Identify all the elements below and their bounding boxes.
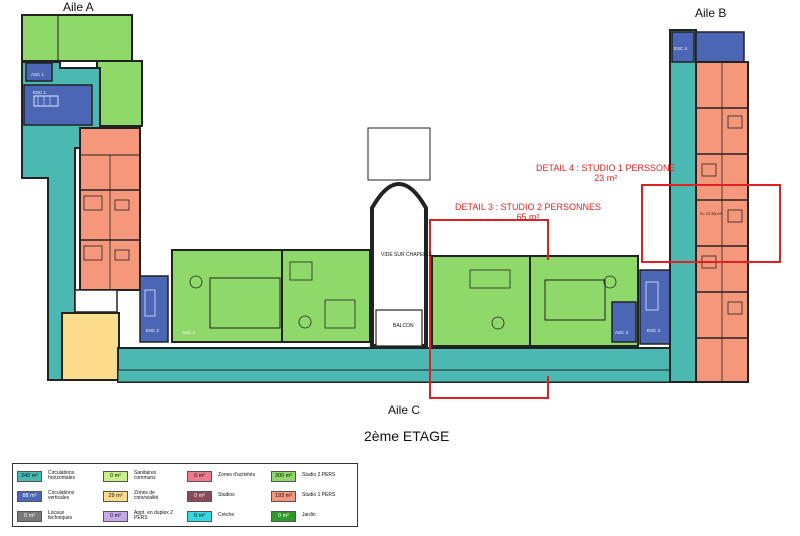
- legend-swatch: 0 m²: [103, 470, 128, 482]
- legend-label: Crèche: [218, 512, 235, 519]
- legend-label: Circulations horizontales: [48, 469, 75, 481]
- detail4-title-text: DETAIL 4 : STUDIO 1 PERSSONE: [536, 163, 676, 173]
- detail3-outline: [429, 219, 549, 390]
- legend-label: Locaux techniques: [48, 509, 73, 521]
- legend-item: 300 m² Studio 2 PERS: [271, 469, 342, 483]
- asc2-label: ASC 2: [182, 330, 196, 335]
- wing-a: [21, 14, 143, 381]
- legend-item: 0 m² Studios: [187, 489, 258, 503]
- legend-item: 193 m² Studio 1 PERS: [271, 489, 342, 503]
- legend-swatch: 193 m²: [271, 490, 296, 502]
- legend-item: 0 m² Zones d'activités: [187, 469, 258, 483]
- legend-item: 0 m² Crèche: [187, 509, 258, 523]
- legend-label: Zones de convivialité: [134, 489, 159, 501]
- legend-item: 0 m² Jardin: [271, 509, 342, 523]
- vide-chapelle-label: VIDE SUR CHAPELLE: [381, 252, 433, 258]
- studios-aile-c-left: [171, 249, 371, 343]
- studio-2-room: [431, 255, 531, 347]
- legend-label: Jardin: [302, 512, 316, 519]
- corridor-c-lower: [117, 369, 687, 383]
- legend-item: 88 m² Circulations verticales: [17, 489, 88, 503]
- legend-item: 0 m² Appt. en duplex 2 PERS: [103, 509, 174, 523]
- wing-b: [669, 29, 749, 383]
- chapel: [367, 127, 431, 348]
- esc2-label: ESC 2: [146, 328, 160, 333]
- legend-label: Studio 2 PERS: [302, 472, 336, 479]
- studio-2-room: [21, 14, 133, 62]
- esc4-label: ESC 4: [674, 46, 688, 51]
- detail3-area: 65 m²: [516, 212, 540, 222]
- esc1-label: ESC 1: [33, 90, 47, 95]
- lift-asc1: [25, 62, 53, 82]
- legend-label: Studios: [218, 492, 235, 499]
- legend-swatch: 0 m²: [17, 510, 42, 522]
- legend-swatch: 29 m²: [103, 490, 128, 502]
- legend-label: Appt. en duplex 2 PERS: [134, 509, 173, 521]
- corridor-b: [669, 29, 697, 383]
- studio-2-room: [96, 60, 143, 127]
- studio-area-label: S= 22.53 m²: [700, 211, 722, 216]
- stair-esc4: [671, 31, 695, 63]
- legend-swatch: 0 m²: [187, 470, 212, 482]
- asc3-label: ASC 3: [615, 330, 629, 335]
- legend-item: 0 m² Sanitaires communs: [103, 469, 174, 483]
- lift-asc3: [611, 301, 637, 343]
- legend-swatch: 0 m²: [187, 510, 212, 522]
- legend-item: 0 m² Locaux techniques: [17, 509, 88, 523]
- detail4-area: 23 m²: [594, 173, 618, 183]
- balcony: [375, 309, 423, 347]
- legend-item: 240 m² Circulations horizontales: [17, 469, 88, 483]
- legend-label: Studio 1 PERS: [302, 492, 336, 499]
- legend-swatch: 0 m²: [271, 510, 296, 522]
- legend-label: Circulations verticales: [48, 489, 75, 501]
- legend-swatch: 300 m²: [271, 470, 296, 482]
- legend-swatch: 88 m²: [17, 490, 42, 502]
- asc1-label: ASC 1: [31, 72, 45, 77]
- studios-aile-c-right: [431, 255, 639, 347]
- wing-b-label: Aile B: [695, 6, 727, 20]
- esc3-label: ESC 3: [647, 328, 661, 333]
- convivialite-zone: [61, 312, 120, 381]
- legend-item: 29 m² Zones de convivialité: [103, 489, 174, 503]
- legend-swatch: 240 m²: [17, 470, 42, 482]
- detail3-outline-bottom: [429, 376, 549, 399]
- detail3-title: DETAIL 3 : STUDIO 2 PERSONNES 65 m²: [455, 202, 601, 222]
- legend: 240 m² Circulations horizontales 88 m² C…: [12, 463, 358, 527]
- legend-label: Zones d'activités: [218, 472, 256, 479]
- legend-swatch: 0 m²: [103, 510, 128, 522]
- wing-a-label: Aile A: [63, 0, 94, 14]
- legend-label: Sanitaires communs: [134, 469, 157, 481]
- detail4-title: DETAIL 4 : STUDIO 1 PERSSONE 23 m²: [536, 163, 676, 183]
- balcon-label: BALCON: [393, 323, 414, 329]
- wing-c-label: Aile C: [388, 403, 421, 417]
- lift-b: [695, 31, 745, 63]
- detail4-outline: [641, 184, 781, 263]
- floor-title: 2ème ETAGE: [364, 428, 450, 444]
- studio-2-room: [171, 249, 283, 343]
- detail3-title-text: DETAIL 3 : STUDIO 2 PERSONNES: [455, 202, 602, 212]
- legend-swatch: 0 m²: [187, 490, 212, 502]
